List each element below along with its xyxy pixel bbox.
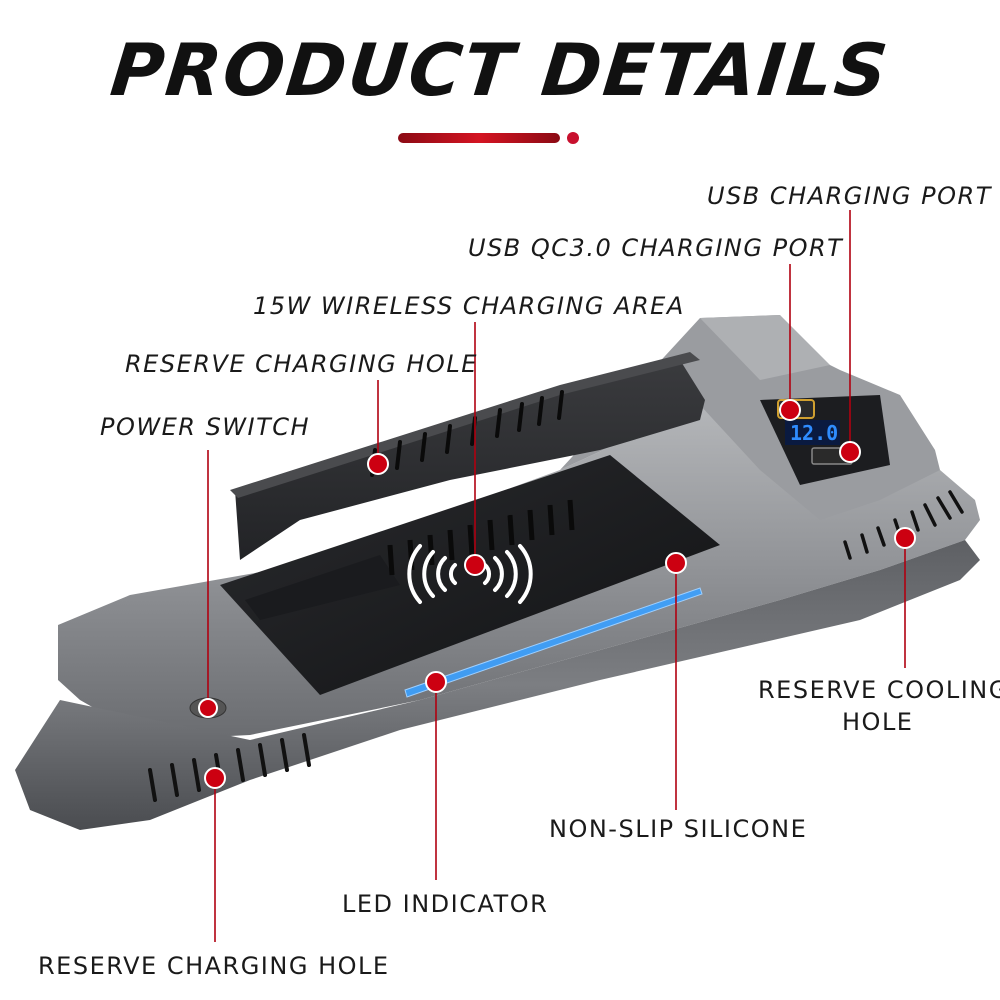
title-accent <box>398 132 579 144</box>
label-reserve-cooling-hole-2: HOLE <box>842 708 914 736</box>
label-usb-charging-port: USB CHARGING PORT <box>707 182 992 210</box>
front-vents-right <box>843 490 964 560</box>
voltmeter-display: 12.0 <box>790 421 838 445</box>
label-wireless-area: 15W WIRELESS CHARGING AREA <box>253 292 685 320</box>
callout-dots <box>198 399 916 789</box>
label-led-indicator: LED INDICATOR <box>342 890 549 918</box>
back-wall <box>235 360 705 560</box>
label-reserve-charging-hole-top: RESERVE CHARGING HOLE <box>125 350 478 378</box>
led-strip <box>405 588 702 697</box>
wireless-charging-pad <box>220 455 720 695</box>
callout-lines <box>207 210 906 942</box>
label-reserve-charging-hole-bottom: RESERVE CHARGING HOLE <box>38 952 390 980</box>
label-non-slip-silicone: NON-SLIP SILICONE <box>549 815 808 843</box>
label-usb-qc30-port: USB QC3.0 CHARGING PORT <box>468 234 844 262</box>
wireless-charging-icon <box>407 544 533 604</box>
back-vents <box>370 390 564 477</box>
label-power-switch: POWER SWITCH <box>100 413 311 441</box>
console-front <box>15 540 980 830</box>
label-reserve-cooling-hole-1: RESERVE COOLING <box>758 676 1000 704</box>
